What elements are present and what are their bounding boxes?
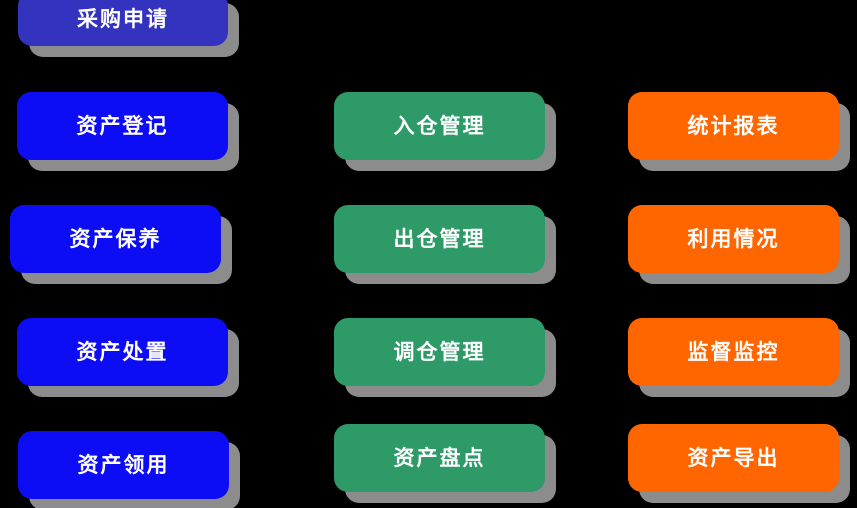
node-label: 统计报表 — [687, 113, 780, 138]
node-statistical-report[interactable]: 统计报表 — [628, 92, 839, 160]
node-label: 资产导出 — [687, 445, 780, 470]
node-asset-export[interactable]: 资产导出 — [628, 424, 839, 492]
node-supervision-monitoring[interactable]: 监督监控 — [628, 318, 839, 386]
node-label: 利用情况 — [687, 226, 780, 251]
node-utilization-status[interactable]: 利用情况 — [628, 205, 839, 273]
node-label: 监督监控 — [687, 339, 780, 364]
